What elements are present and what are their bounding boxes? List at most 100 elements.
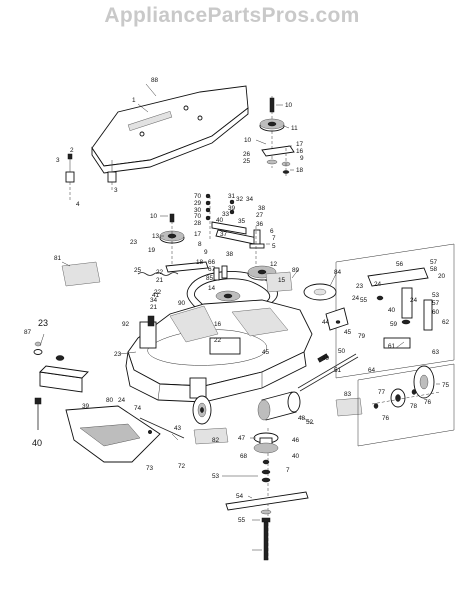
callout-36: 36 [256, 221, 264, 228]
caster-wheel [189, 377, 212, 425]
callout-24: 24 [118, 397, 126, 404]
callout-9: 9 [300, 155, 304, 162]
callout-1: 1 [132, 97, 136, 104]
deck-plates [193, 397, 363, 445]
callout-23: 23 [38, 318, 48, 328]
callout-10: 10 [150, 213, 158, 220]
mower-deck [125, 299, 313, 403]
mount-bracket-hardware [65, 153, 117, 200]
callout-4: 4 [76, 201, 80, 208]
callout-72: 72 [178, 463, 186, 470]
callout-48: 48 [298, 415, 306, 422]
deck-axle-rod [297, 353, 359, 392]
callout-24: 24 [374, 281, 382, 288]
callout-90: 90 [178, 300, 186, 307]
callout-21: 21 [156, 277, 164, 284]
callout-74: 74 [134, 405, 142, 412]
callout-26: 26 [243, 151, 251, 158]
callout-33: 33 [222, 211, 230, 218]
callout-3: 3 [114, 187, 118, 194]
callout-53: 53 [432, 292, 440, 299]
callout-76: 76 [424, 399, 432, 406]
callout-21: 21 [150, 304, 158, 311]
callout-77: 77 [378, 389, 386, 396]
callout-38: 38 [258, 205, 266, 212]
leader-lines [39, 83, 440, 551]
callout-38: 38 [226, 251, 234, 258]
callout-87: 87 [24, 329, 32, 336]
callout-7: 7 [272, 235, 276, 242]
callout-68: 68 [240, 453, 248, 460]
callout-25: 25 [243, 158, 251, 165]
callout-18: 18 [196, 259, 204, 266]
callout-55: 55 [238, 517, 246, 524]
callout-59: 59 [390, 321, 398, 328]
callout-11: 11 [291, 125, 298, 132]
callout-15: 15 [278, 277, 286, 284]
callout-19: 19 [148, 247, 156, 254]
callout-70: 70 [194, 213, 202, 220]
callout-50: 50 [338, 348, 346, 355]
watermark: AppliancePartsPros.com [104, 4, 360, 27]
callout-22: 22 [214, 337, 222, 344]
callout-23: 23 [356, 283, 364, 290]
callout-92: 92 [122, 321, 130, 328]
callout-66: 66 [208, 259, 216, 266]
callout-62: 62 [442, 319, 450, 326]
left-discharge-bracket [33, 341, 89, 430]
left-pulley [159, 213, 185, 272]
callout-85: 85 [206, 275, 214, 282]
callout-32: 32 [236, 196, 244, 203]
deck-cover [91, 85, 249, 174]
callout-5: 5 [272, 243, 276, 250]
callout-39: 39 [228, 205, 236, 212]
callout-45: 45 [344, 329, 352, 336]
callout-54: 54 [236, 493, 244, 500]
callout-53: 53 [212, 473, 220, 480]
callout-3: 3 [56, 157, 60, 164]
callout-84: 84 [334, 269, 342, 276]
callout-67: 67 [208, 266, 216, 273]
callout-39: 39 [82, 403, 90, 410]
spindle-blade-assembly [225, 428, 309, 561]
callout-labels: 88 1 2 3 3 4 10 11 10 17 16 9 26 25 18 7… [24, 77, 450, 524]
callout-52: 52 [306, 419, 314, 426]
callout-44: 44 [322, 319, 330, 326]
callout-58: 58 [430, 266, 438, 273]
callout-22: 22 [156, 269, 164, 276]
callout-17: 17 [194, 231, 202, 238]
callout-47: 47 [238, 435, 246, 442]
callout-40: 40 [32, 438, 42, 448]
gauge-wheel-assembly [357, 363, 455, 447]
callout-55: 55 [360, 297, 368, 304]
callout-7: 7 [286, 467, 290, 474]
callout-16: 16 [296, 148, 304, 155]
tension-spring [137, 261, 209, 276]
callout-18: 18 [296, 167, 304, 174]
callout-64: 64 [368, 367, 376, 374]
callout-73: 73 [146, 465, 154, 472]
callout-37: 37 [220, 231, 228, 238]
discharge-chute [65, 405, 185, 463]
callout-35: 35 [238, 218, 246, 225]
callout-10: 10 [244, 137, 252, 144]
upper-pulley-assembly [259, 96, 295, 176]
callout-6: 6 [270, 228, 274, 235]
callout-20: 20 [438, 273, 446, 280]
right-pivot-bracket [249, 226, 265, 270]
callout-63: 63 [432, 349, 440, 356]
callout-75: 75 [442, 382, 450, 389]
gasket-plates [61, 261, 337, 301]
callout-8: 8 [198, 241, 202, 248]
callout-88: 88 [151, 77, 159, 84]
callout-14: 14 [208, 285, 216, 292]
callout-16: 16 [214, 321, 222, 328]
callout-43: 43 [174, 425, 182, 432]
callout-83: 83 [344, 391, 352, 398]
callout-40: 40 [388, 307, 396, 314]
callout-10: 10 [285, 102, 293, 109]
callout-61: 61 [388, 343, 396, 350]
callout-17: 17 [296, 141, 304, 148]
callout-23: 23 [114, 351, 122, 358]
